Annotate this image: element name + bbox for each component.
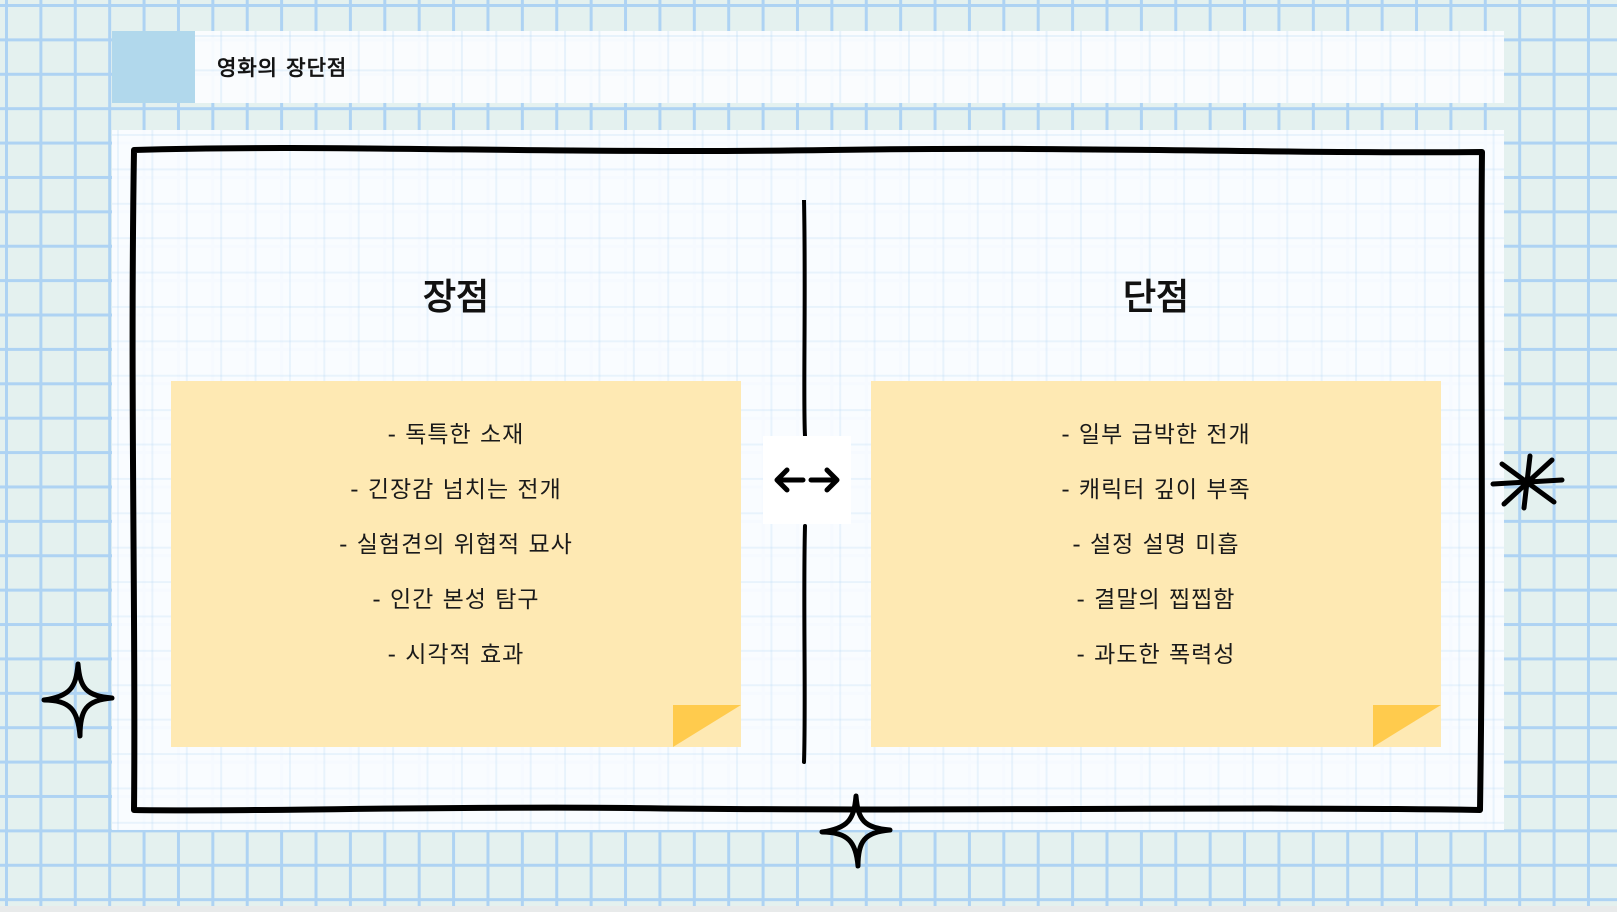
pros-heading: 장점 <box>422 277 490 318</box>
pros-item: - 긴장감 넘치는 전개 <box>350 477 562 503</box>
cons-item: - 설정 설명 미흡 <box>1072 532 1240 558</box>
pros-item: - 인간 본성 탐구 <box>372 587 540 613</box>
page-title: 영화의 장단점 <box>217 56 348 80</box>
cons-list: - 일부 급박한 전개 - 캐릭터 깊이 부족 - 설정 설명 미흡 - 결말의… <box>871 417 1441 692</box>
cons-item: - 결말의 찝찝함 <box>1076 587 1236 613</box>
center-divider-line <box>802 200 807 764</box>
asterisk-icon <box>1490 453 1565 511</box>
cons-item: - 일부 급박한 전개 <box>1061 422 1251 448</box>
left-right-arrow-icon <box>774 467 840 493</box>
hand-drawn-frame <box>129 145 1485 814</box>
pros-item: - 실험견의 위협적 묘사 <box>339 532 573 558</box>
pros-item: - 독특한 소재 <box>387 422 525 448</box>
pros-sticky-note: - 독특한 소재 - 긴장감 넘치는 전개 - 실험견의 위협적 묘사 - 인간… <box>171 381 741 747</box>
sparkle-star-icon <box>819 793 893 869</box>
sparkle-star-icon <box>41 661 115 739</box>
divider-arrow-box <box>763 436 851 524</box>
header-color-swatch <box>112 31 195 103</box>
pros-item: - 시각적 효과 <box>387 642 525 668</box>
cons-item: - 캐릭터 깊이 부족 <box>1061 477 1251 503</box>
note-fold-corner <box>1373 705 1441 747</box>
cons-heading: 단점 <box>1122 277 1190 318</box>
pros-list: - 독특한 소재 - 긴장감 넘치는 전개 - 실험견의 위협적 묘사 - 인간… <box>171 417 741 692</box>
cons-item: - 과도한 폭력성 <box>1076 642 1236 668</box>
bottom-edge <box>0 906 1617 912</box>
cons-sticky-note: - 일부 급박한 전개 - 캐릭터 깊이 부족 - 설정 설명 미흡 - 결말의… <box>871 381 1441 747</box>
note-fold-corner <box>673 705 741 747</box>
header-band <box>112 31 1504 103</box>
